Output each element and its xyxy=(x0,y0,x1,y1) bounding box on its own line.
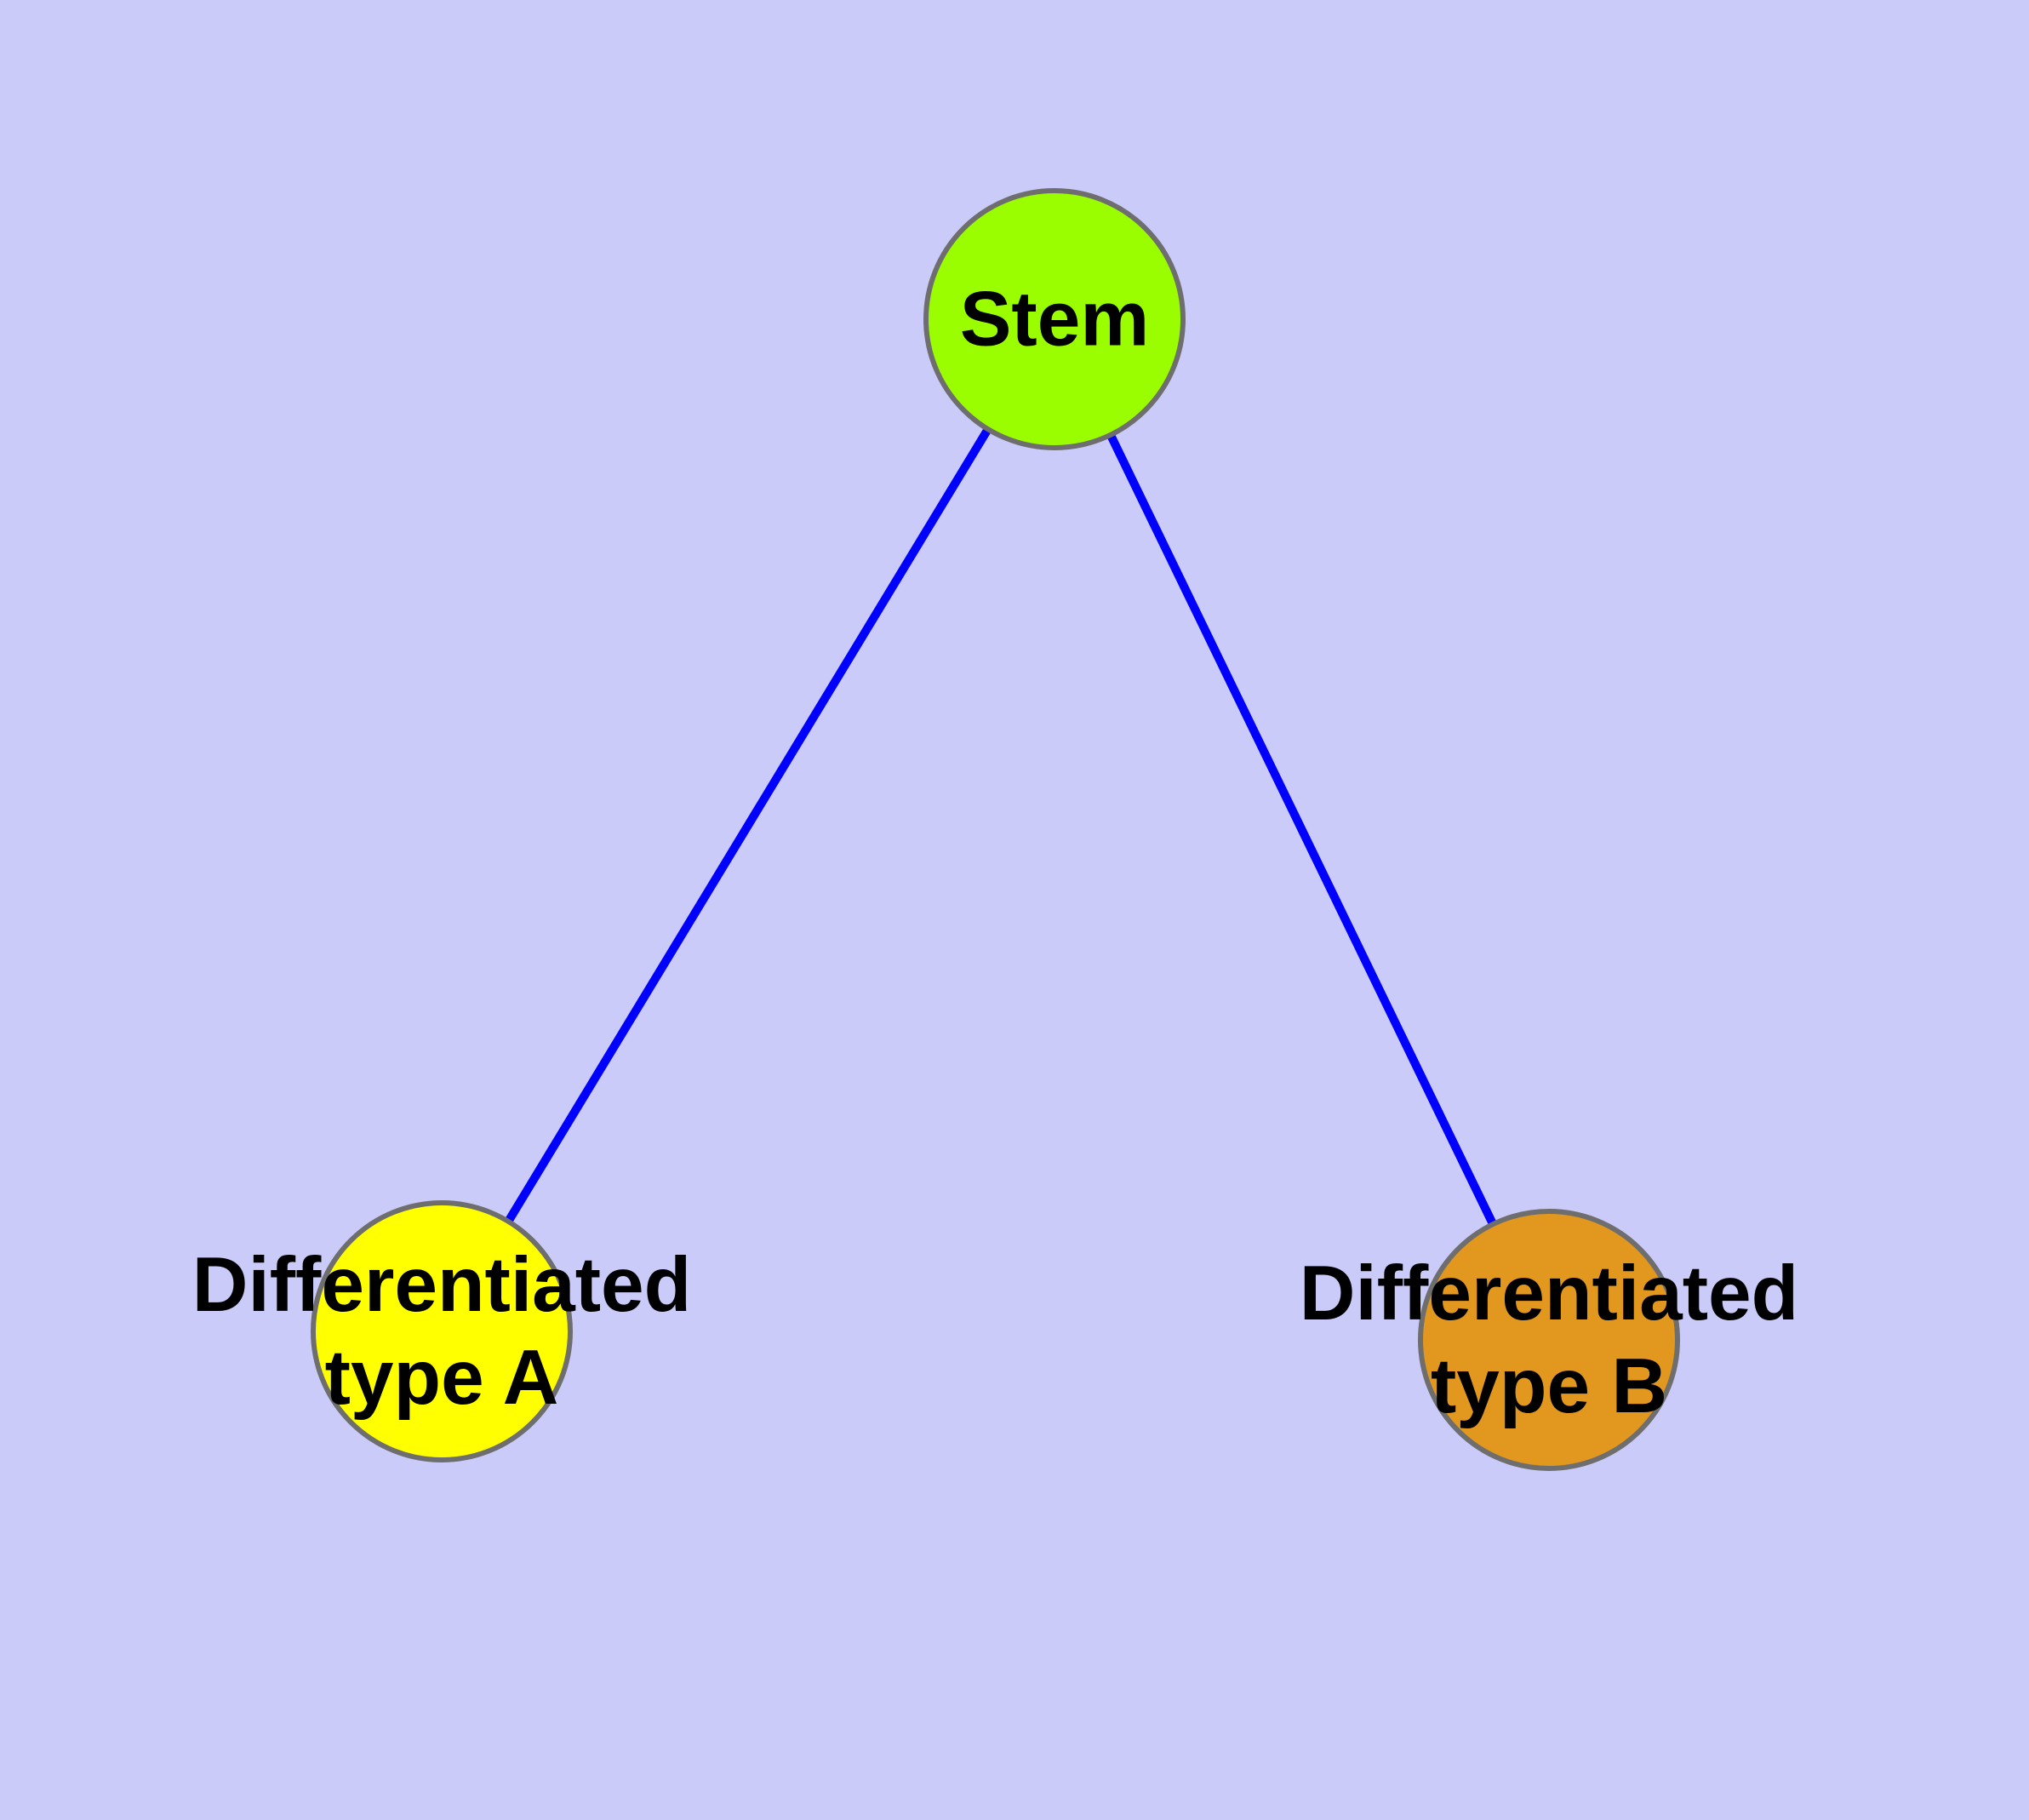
node-label-diff-type-a-line2: type A xyxy=(325,1335,559,1421)
edge-stem-to-diff-type-b xyxy=(1050,317,1553,1342)
node-label-diff-type-a-line1: Differentiated xyxy=(192,1242,692,1328)
nodes-layer xyxy=(311,188,1680,1471)
edges-layer xyxy=(437,317,1553,1342)
node-circle-diff-type-b xyxy=(1418,1209,1680,1471)
node-circle-stem xyxy=(923,188,1186,450)
node-circle-diff-type-a xyxy=(311,1200,573,1462)
edge-stem-to-diff-type-a xyxy=(437,317,1059,1334)
node-label-diff-type-b-line2: type B xyxy=(1431,1343,1667,1429)
node-label-stem: Stem xyxy=(960,277,1150,363)
node-label-diff-type-b-line1: Differentiated xyxy=(1300,1251,1799,1336)
